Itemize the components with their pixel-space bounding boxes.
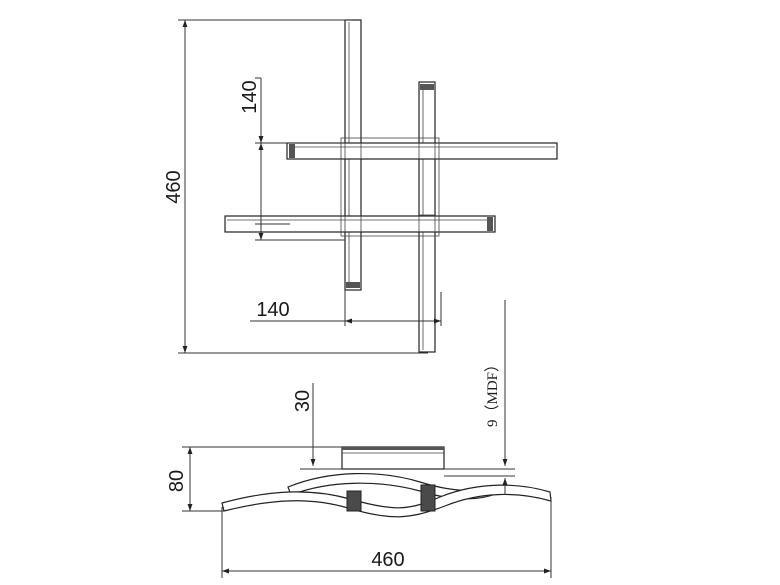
ceiling-box	[341, 446, 445, 470]
dimension-overall-height: 460	[163, 19, 428, 354]
post-right	[420, 484, 436, 512]
wave-bar-front	[221, 484, 552, 518]
dimension-side-height: 80	[166, 446, 342, 512]
dim-label-depth: 30	[292, 390, 314, 412]
dim-label-horizontal-spacing: 140	[256, 299, 289, 321]
dim-label-vertical-spacing: 140	[239, 80, 261, 113]
dim-label-panel: 9（MDF）	[484, 357, 501, 427]
horizontal-bar-top	[286, 142, 558, 160]
side-view: 30 9（MDF） 80 460	[166, 300, 552, 578]
dimension-depth: 30	[292, 383, 342, 470]
dim-label-side-height: 80	[166, 470, 188, 492]
dimension-horizontal-spacing: 140	[250, 290, 442, 326]
mounting-plate-outline	[340, 137, 440, 237]
post-left	[346, 490, 362, 512]
top-view: 460 140 140	[163, 19, 558, 354]
horizontal-bar-bottom	[224, 215, 496, 233]
dim-label-overall-height: 460	[163, 170, 185, 203]
dimension-panel: 9（MDF）	[444, 300, 515, 495]
dimension-side-width: 460	[221, 497, 552, 578]
dimension-vertical-spacing: 140	[239, 77, 345, 241]
dim-label-side-width: 460	[371, 549, 404, 571]
